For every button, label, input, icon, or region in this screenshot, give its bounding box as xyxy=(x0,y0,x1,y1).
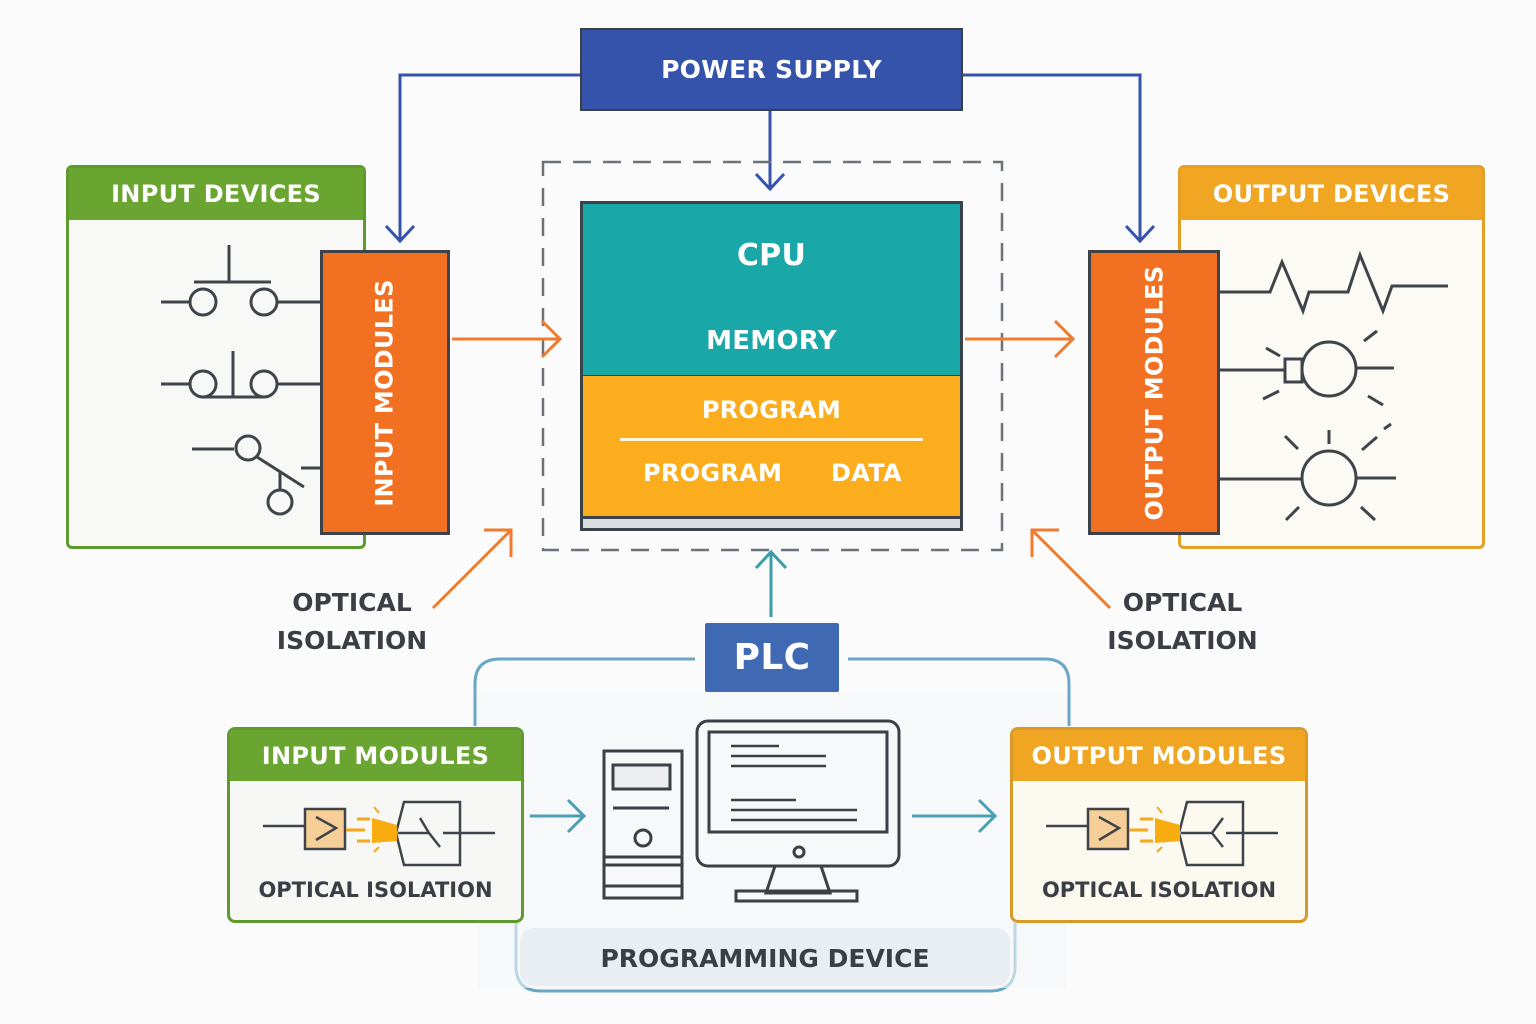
resistor-icon xyxy=(1220,250,1448,316)
optical-isolation-left-line1: OPTICAL xyxy=(292,588,412,617)
push-button-no-icon xyxy=(161,245,324,317)
output-modules-card-title: OUTPUT MODULES xyxy=(1031,741,1287,770)
plc-label: PLC xyxy=(733,637,811,678)
monitor-icon xyxy=(695,719,901,903)
memory-block: MEMORY xyxy=(583,306,960,378)
program-block: PROGRAM PROGRAM DATA xyxy=(583,376,960,519)
indicator-lamp-icon xyxy=(1220,422,1396,522)
input-modules-label: INPUT MODULES xyxy=(371,278,400,507)
data-sub-label: DATA xyxy=(831,459,902,487)
output-modules-card-header: OUTPUT MODULES xyxy=(1013,730,1305,781)
input-devices-panel: INPUT DEVICES xyxy=(66,165,366,549)
power-feed-center xyxy=(754,111,786,192)
optical-isolation-label-left: OPTICAL ISOLATION xyxy=(262,584,442,660)
output-modules-card: OUTPUT MODULES OPTICAL ISOLATION xyxy=(1010,727,1308,923)
power-supply-box: POWER SUPPLY xyxy=(580,28,963,111)
input-devices-title: INPUT DEVICES xyxy=(111,180,321,208)
output-devices-header: OUTPUT DEVICES xyxy=(1181,168,1482,220)
optical-isolation-label-right: OPTICAL ISOLATION xyxy=(1090,584,1275,660)
arrow-cpu-to-output xyxy=(965,319,1076,359)
power-feed-right xyxy=(963,73,1156,244)
power-feed-left xyxy=(384,73,580,244)
input-modules-card: INPUT MODULES OPTICAL ISOLATION xyxy=(227,727,524,923)
motor-lamp-icon xyxy=(1220,329,1394,407)
output-devices-title: OUTPUT DEVICES xyxy=(1212,180,1451,208)
memory-label: MEMORY xyxy=(706,325,837,356)
input-devices-header: INPUT DEVICES xyxy=(69,168,363,220)
optocoupler-icon xyxy=(263,800,495,867)
output-modules-block: OUTPUT MODULES xyxy=(1088,250,1220,535)
output-devices-panel: OUTPUT DEVICES xyxy=(1178,165,1485,549)
program-label: PROGRAM xyxy=(701,396,842,424)
optocoupler-icon xyxy=(1046,800,1278,867)
arrow-input-card-to-computer xyxy=(530,798,587,834)
arrow-plc-to-cpu xyxy=(754,549,788,617)
arrow-computer-to-output-card xyxy=(912,798,998,834)
cpu-memory-stack: CPU MEMORY PROGRAM PROGRAM DATA xyxy=(580,201,963,531)
programming-device-label-bg xyxy=(520,928,1010,986)
arrow-input-to-cpu xyxy=(452,319,563,359)
output-modules-card-caption: OPTICAL ISOLATION xyxy=(1041,878,1277,902)
programming-device-label: PROGRAMMING DEVICE xyxy=(600,943,930,973)
output-modules-label: OUTPUT MODULES xyxy=(1140,265,1168,520)
computer-tower-icon xyxy=(602,749,684,900)
plc-badge: PLC xyxy=(705,623,839,692)
input-modules-card-caption: OPTICAL ISOLATION xyxy=(258,878,493,902)
power-supply-label: POWER SUPPLY xyxy=(661,55,882,84)
input-modules-card-header: INPUT MODULES xyxy=(230,730,521,781)
output-device-symbols xyxy=(1220,250,1448,522)
limit-switch-icon xyxy=(192,434,324,516)
optical-isolation-right-line1: OPTICAL xyxy=(1122,588,1243,617)
program-sub-label: PROGRAM xyxy=(643,459,783,487)
cpu-block: CPU xyxy=(583,204,960,308)
input-modules-block: INPUT MODULES xyxy=(320,250,450,535)
arrow-optical-left xyxy=(431,528,513,610)
program-divider xyxy=(620,438,923,441)
cpu-label: CPU xyxy=(736,237,807,273)
arrow-optical-right xyxy=(1030,528,1112,610)
input-switch-symbols xyxy=(161,245,324,516)
push-button-nc-icon xyxy=(161,351,324,399)
optical-isolation-left-line2: ISOLATION xyxy=(276,626,428,655)
optical-isolation-right-line2: ISOLATION xyxy=(1107,626,1258,655)
input-modules-card-title: INPUT MODULES xyxy=(261,741,490,770)
